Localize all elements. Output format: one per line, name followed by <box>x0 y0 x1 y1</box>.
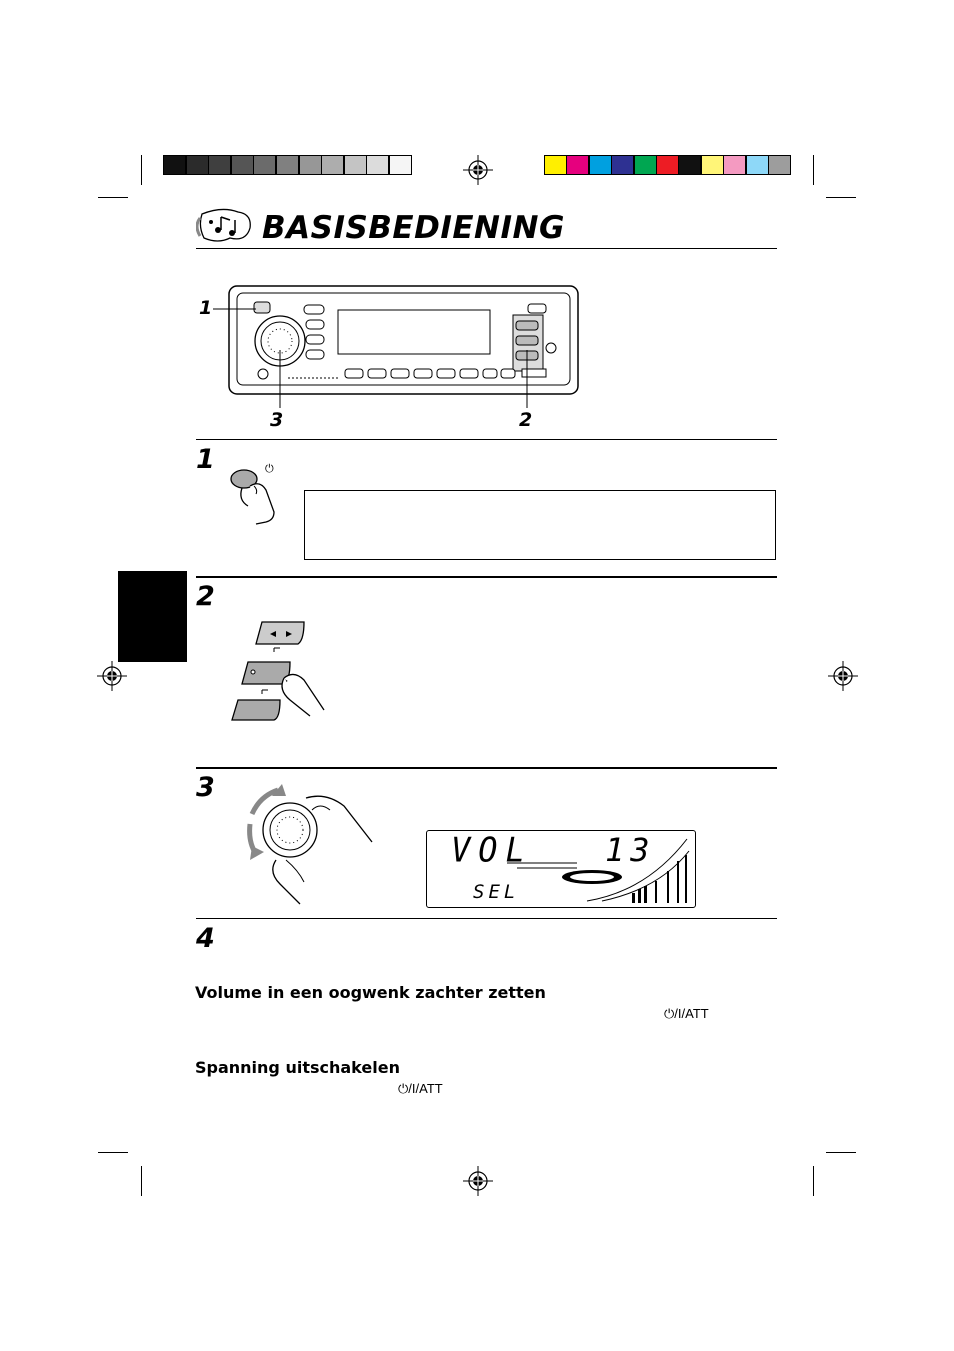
color-swatch <box>566 155 590 175</box>
callout-label: 1 <box>199 297 213 319</box>
callout-leader-lines <box>213 308 528 408</box>
step-number: 2 <box>196 581 215 612</box>
crop-mark <box>141 1166 142 1196</box>
gray-swatch <box>389 155 412 175</box>
step-number: 3 <box>196 772 215 803</box>
color-swatch <box>544 155 567 175</box>
callout-label: 3 <box>270 409 284 431</box>
color-swatch <box>745 155 769 175</box>
registration-mark-icon <box>463 155 493 185</box>
gray-swatch <box>276 155 299 175</box>
page-title: BASISBEDIENING <box>262 210 565 246</box>
gray-swatch <box>253 155 277 175</box>
section-title-volume: Volume in een oogwenk zachter zetten <box>195 983 546 1002</box>
color-swatch <box>678 155 702 175</box>
crop-mark <box>826 1152 856 1153</box>
gray-swatch <box>185 155 209 175</box>
language-tab <box>118 571 187 662</box>
crop-mark <box>98 197 128 198</box>
step-number: 1 <box>196 444 215 475</box>
gray-swatch <box>366 155 390 175</box>
music-notes-icon <box>196 208 251 242</box>
lcd-line1-right: 13 <box>605 831 656 869</box>
gray-swatch <box>321 155 345 175</box>
gray-swatch <box>230 155 254 175</box>
step-rule <box>196 576 777 578</box>
color-swatch <box>768 155 791 175</box>
finger-press-power-button-icon <box>230 469 275 525</box>
att-button-label: ⏻/I/ATT <box>398 1081 443 1096</box>
gray-swatch <box>163 155 186 175</box>
title-rule <box>196 248 777 249</box>
step-number: 4 <box>196 923 215 954</box>
power-symbol: ⏻ <box>265 463 274 475</box>
color-swatch <box>633 155 657 175</box>
color-swatch <box>611 155 635 175</box>
registration-mark-icon <box>828 661 858 691</box>
lcd-line2: SEL <box>473 881 520 903</box>
volume-knob-rotate-icon <box>247 784 373 905</box>
note-box <box>304 490 776 560</box>
section-title-power: Spanning uitschakelen <box>195 1058 400 1077</box>
crop-mark <box>826 197 856 198</box>
lcd-graphic-icon <box>507 838 690 903</box>
color-swatch <box>723 155 747 175</box>
att-button-label: ⏻/I/ATT <box>664 1006 709 1021</box>
gray-swatch <box>298 155 322 175</box>
gray-swatch <box>343 155 367 175</box>
lcd-display: VOL 13 SEL <box>426 830 696 908</box>
callout-label: 2 <box>519 409 533 431</box>
color-swatch <box>588 155 612 175</box>
color-swatch <box>656 155 679 175</box>
gray-swatch <box>208 155 232 175</box>
crop-mark <box>141 155 142 185</box>
crop-mark <box>813 155 814 185</box>
color-swatch <box>700 155 724 175</box>
step-rule <box>196 767 777 769</box>
crop-mark <box>813 1166 814 1196</box>
source-button-press-icon <box>231 621 325 721</box>
step-rule <box>196 439 777 440</box>
registration-mark-icon <box>97 661 127 691</box>
crop-mark <box>98 1152 128 1153</box>
registration-mark-icon <box>463 1166 493 1196</box>
step-rule <box>196 918 777 919</box>
